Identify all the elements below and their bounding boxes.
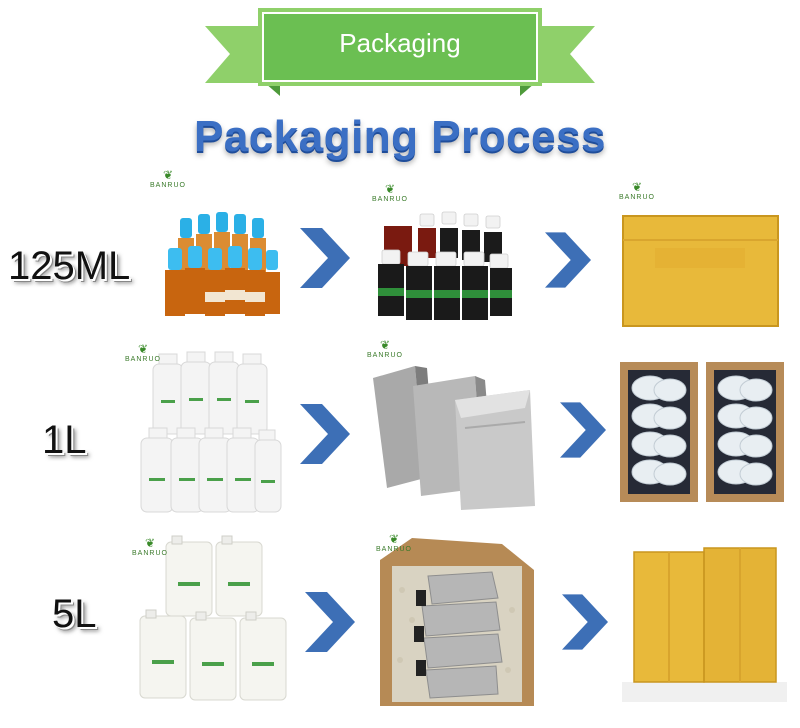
leaf-icon: ❦ — [388, 532, 399, 546]
amber-bottles-photo: ❦ BANRUO — [370, 180, 520, 330]
brand-logo: ❦ BANRUO — [367, 338, 403, 359]
leaf-icon: ❦ — [631, 180, 642, 194]
chevron-right-icon — [300, 228, 350, 293]
dropper-bottles-photo: ❦ BANRUO — [150, 168, 290, 328]
leaf-icon: ❦ — [144, 536, 155, 550]
jerry-cans-photo: ❦ BANRUO — [130, 532, 290, 702]
sealed-carton-photo: ❦ BANRUO — [615, 178, 785, 338]
brand-logo: ❦ BANRUO — [150, 168, 186, 189]
chevron-right-icon — [545, 232, 591, 293]
ribbon-banner — [205, 8, 595, 98]
size-label-1l: 1L — [42, 418, 87, 462]
leaf-icon: ❦ — [379, 338, 390, 352]
leaf-icon: ❦ — [162, 168, 173, 182]
banner-label: Packaging — [339, 27, 461, 58]
page-title: Packaging Process — [193, 112, 607, 161]
size-label-125ml: 125ML — [8, 244, 131, 288]
chevron-right-icon — [305, 592, 355, 657]
white-bottles-photo: ❦ BANRUO — [125, 340, 285, 515]
leaf-icon: ❦ — [384, 182, 395, 196]
brand-logo: ❦ BANRUO — [372, 182, 408, 203]
brand-logo: ❦ BANRUO — [132, 536, 168, 557]
brand-logo: ❦ BANRUO — [376, 532, 412, 553]
foil-bags-photo: ❦ BANRUO — [365, 338, 540, 513]
leaf-icon: ❦ — [137, 342, 148, 356]
brand-logo: ❦ BANRUO — [619, 180, 655, 201]
brand-logo: ❦ BANRUO — [125, 342, 161, 363]
open-cartons-photo — [618, 356, 786, 508]
size-label-5l: 5L — [52, 592, 97, 636]
stacked-cartons-photo — [622, 532, 787, 702]
carton-foil-bags-photo: ❦ BANRUO — [372, 530, 542, 710]
chevron-right-icon — [300, 404, 350, 469]
chevron-right-icon — [562, 594, 608, 655]
chevron-right-icon — [560, 402, 606, 463]
